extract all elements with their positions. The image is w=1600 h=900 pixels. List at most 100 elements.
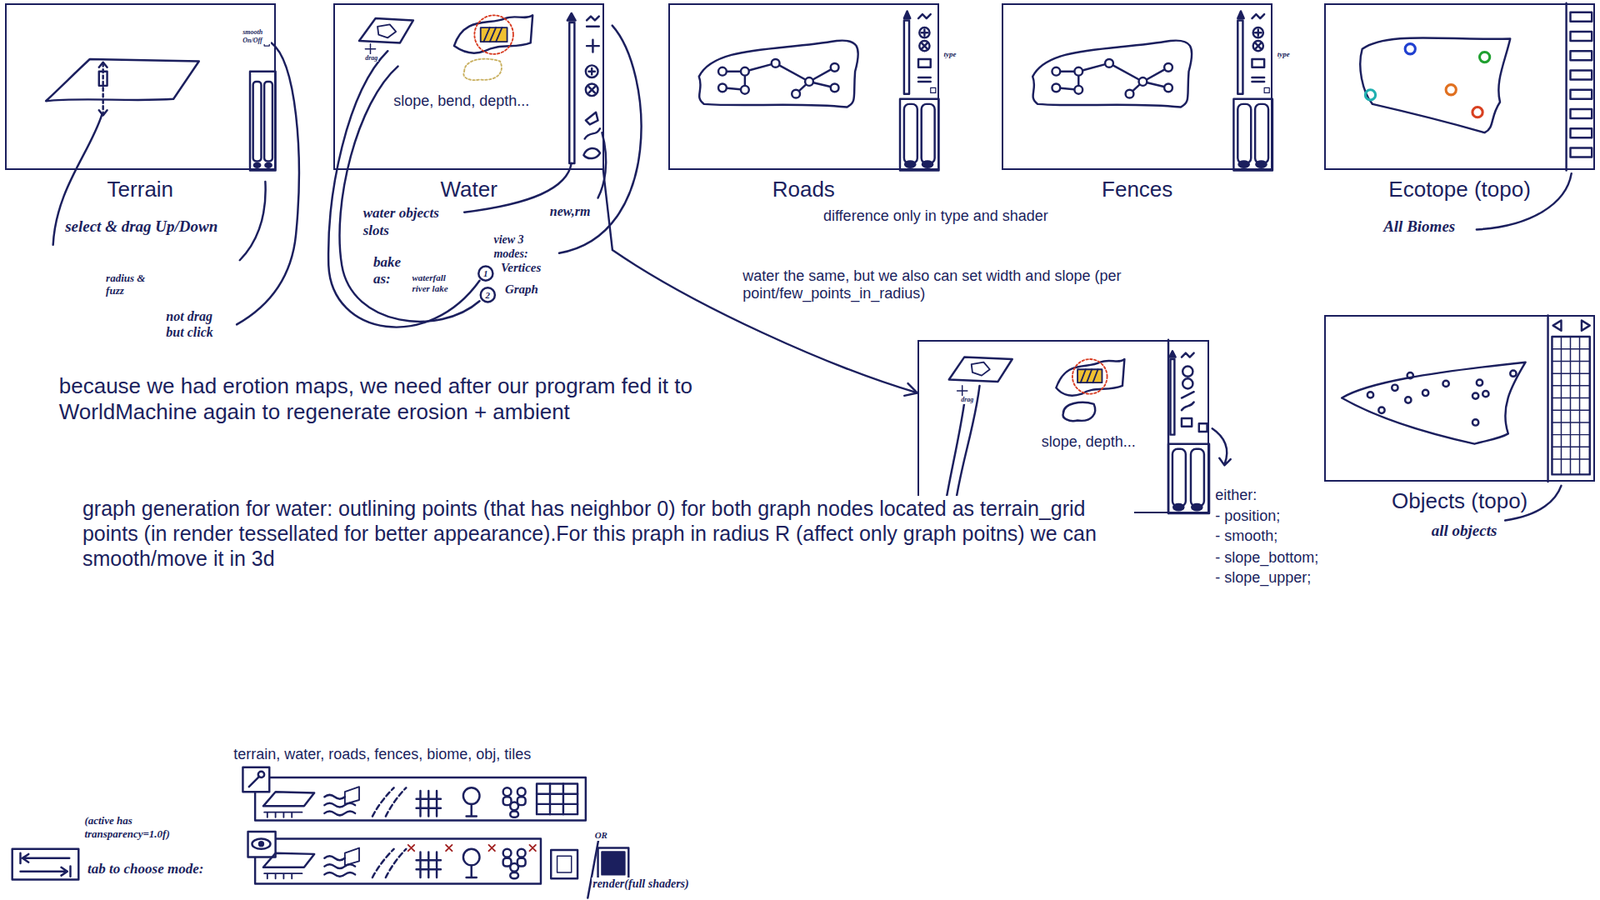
annotation: radius & fuzz [105, 271, 150, 298]
water-sidebar [583, 148, 600, 159]
water-tile [463, 59, 502, 81]
objects-map [1482, 390, 1489, 397]
road-network [919, 40, 930, 51]
road-network [904, 10, 910, 19]
road-network [830, 83, 840, 92]
road-network [791, 90, 800, 99]
leader-line [480, 287, 495, 302]
road-network [918, 59, 931, 68]
road-network [722, 63, 835, 95]
objects-map [1422, 390, 1429, 396]
road-network [930, 87, 936, 93]
road-network [919, 27, 930, 38]
water-sidebar [567, 13, 600, 164]
water-detail-sketch [971, 362, 990, 376]
biome-map [1570, 148, 1592, 158]
biome-map [1472, 107, 1483, 118]
tab-key [20, 866, 70, 877]
water-sidebar [589, 86, 595, 93]
road-network [718, 59, 839, 99]
annotation: - smooth; [1214, 527, 1279, 546]
annotation: render(full shaders) [591, 877, 690, 892]
annotation: view 3 modes: [492, 233, 550, 262]
water-detail-sketch [1080, 369, 1099, 383]
panel-title: Roads [670, 176, 937, 203]
road-network [740, 67, 750, 76]
arrow-head [904, 383, 918, 396]
water-detail-sketch [1181, 353, 1195, 358]
tab-key [12, 849, 80, 880]
annotation: smooth On/Off [241, 28, 271, 45]
water-tile [454, 15, 533, 53]
road-network [922, 160, 933, 167]
water-tile [474, 15, 514, 55]
slider-panel [250, 40, 276, 171]
leader-line [236, 42, 300, 325]
objects-map [1560, 336, 1580, 475]
annotation: graph generation for water: outlining po… [81, 495, 1135, 571]
annotation: Vertices [500, 260, 542, 275]
panel-title: Ecotope (topo) [1325, 176, 1593, 203]
objects-map [1407, 372, 1414, 379]
toolbar [536, 783, 578, 815]
panel-note: slope, bend, depth... [393, 92, 530, 111]
road-network [740, 85, 750, 95]
road-network [918, 77, 931, 82]
road-network [771, 59, 780, 68]
road-network [805, 77, 814, 86]
water-tile [480, 27, 508, 42]
toolbar [263, 848, 526, 880]
road-network [904, 20, 910, 94]
toolbar [255, 777, 586, 820]
panel-title: Fences [1003, 176, 1270, 203]
tab-key [12, 849, 80, 880]
leader-line [328, 25, 641, 328]
annotation: type [942, 50, 957, 60]
toolbar [251, 839, 270, 850]
annotation: because we had erotion maps, we need aft… [58, 373, 775, 425]
terrain-sketch [99, 62, 108, 116]
toolbar [408, 845, 536, 851]
annotation: - slope_bottom; [1214, 549, 1320, 568]
road-network [830, 63, 840, 72]
water-detail-sketch [1172, 449, 1186, 507]
annotation: All Biomes [1382, 217, 1456, 237]
slider-panel [254, 163, 260, 168]
water-detail-sketch [1169, 350, 1175, 357]
biome-map [1570, 70, 1592, 80]
toolbar [263, 791, 315, 806]
water-detail-sketch [1077, 369, 1102, 383]
road-network [718, 67, 727, 76]
toolbar [416, 790, 441, 817]
water-detail-sketch [1168, 444, 1210, 514]
water-detail-sketch [1191, 504, 1202, 510]
toolbar [242, 767, 270, 792]
water-sidebar [567, 13, 576, 21]
water-tile [377, 24, 396, 38]
slider-panel [265, 163, 271, 168]
annotation: waterfall river lake [410, 272, 455, 295]
annotation: type [1276, 50, 1291, 60]
toolbar [557, 855, 572, 873]
toolbar [263, 786, 526, 818]
toolbar [248, 831, 276, 858]
biome-map [1565, 3, 1567, 171]
biome-map [1480, 51, 1490, 62]
annotation: new,rm [549, 203, 592, 220]
water-sidebar [585, 83, 599, 96]
leader-line [53, 42, 300, 325]
panel-title: Objects (topo) [1325, 488, 1593, 515]
biome-map [1570, 50, 1592, 60]
water-sidebar [569, 22, 575, 164]
objects-map [1367, 391, 1374, 398]
water-detail-sketch [1063, 402, 1096, 421]
annotation: water objects slots [362, 205, 461, 240]
road-network [699, 10, 940, 170]
toolbar [466, 804, 477, 817]
slider-panel [250, 71, 276, 171]
biome-map [1570, 128, 1592, 138]
illustration [12, 3, 1593, 899]
road-network [900, 99, 940, 171]
